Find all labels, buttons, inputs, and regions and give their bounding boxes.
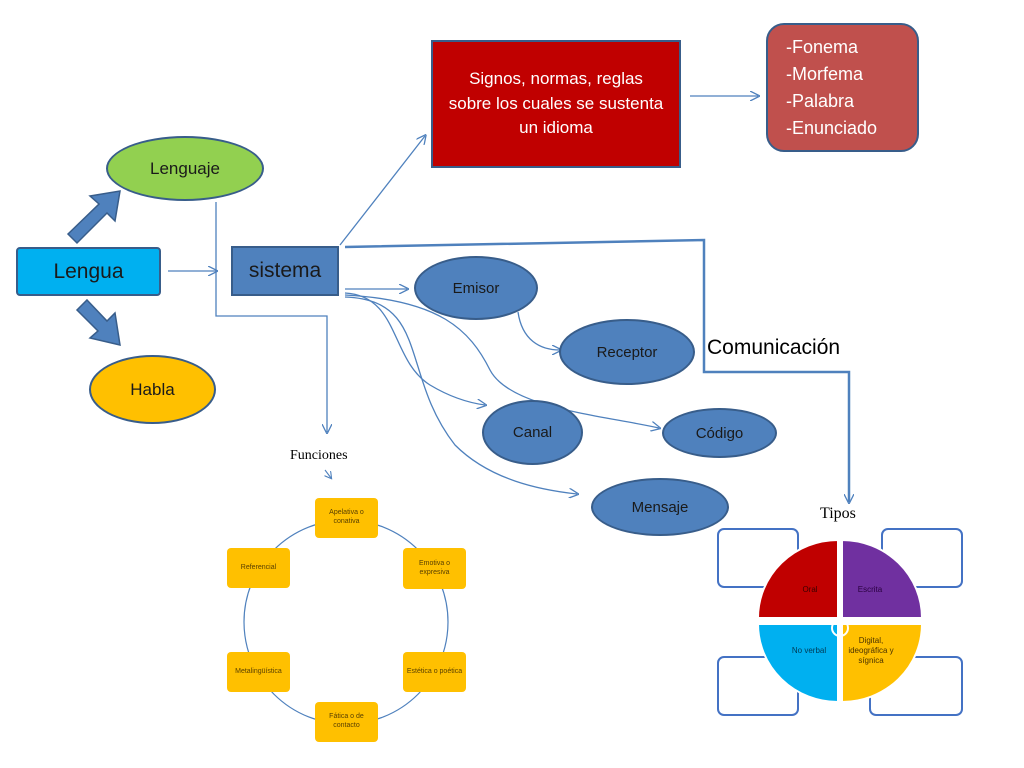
arrow-sistema-codigo [344,294,659,428]
node-emisor: Emisor [414,256,538,320]
arrow-sistema-signos [339,136,425,246]
node-canal: Canal [482,400,583,465]
node-signos-label: Signos, normas, reglas sobre los cuales … [448,69,664,138]
tipos-frame-bottom-left [717,656,799,716]
arrow-sistema-tipos [344,238,849,502]
node-lenguaje: Lenguaje [106,136,264,201]
node-sistema-label: sistema [248,259,322,282]
node-lenguaje-label: Lenguaje [150,158,220,178]
block-arrow-to-lenguaje [66,190,121,245]
node-receptor-label: Receptor [596,343,658,361]
funcion-apelativa: Apelativa o conativa [315,498,378,538]
tipos-label-digital: Digital, ideográfica y sígnica [848,636,894,665]
node-habla: Habla [89,355,216,424]
node-mensaje: Mensaje [591,478,729,536]
node-emisor-label: Emisor [452,279,500,297]
node-fonema-list: -Fonema -Morfema -Palabra -Enunciado [766,23,919,152]
node-lengua: Lengua [16,247,161,296]
arrow-funciones-cycle [325,469,331,478]
arrow-lenguaje-funciones [215,202,327,432]
funcion-fatica: Fática o de contacto [315,702,378,742]
node-signos: Signos, normas, reglas sobre los cuales … [431,40,681,168]
node-canal-label: Canal [512,424,553,441]
node-lengua-label: Lengua [53,259,124,283]
arrow-sistema-canal [344,292,485,405]
tipos-frame-top-right [881,528,963,588]
node-sistema: sistema [231,246,339,296]
funcion-referencial: Referencial [227,548,290,588]
arrow-emisor-receptor [517,311,560,350]
label-funciones: Funciones [290,448,348,463]
funcion-estetica: Estética o poética [403,652,466,692]
node-fonema-list-label: -Fonema -Morfema -Palabra -Enunciado [786,36,878,138]
tipos-label-oral: Oral [802,585,818,594]
funcion-metalinguistica: Metalingüística [227,652,290,692]
node-codigo: Código [662,408,777,458]
tipos-label-no-verbal: No verbal [791,646,827,655]
tipos-label-escrita: Escrita [857,585,883,594]
tipos-frame-top-left [717,528,799,588]
block-arrow-to-habla [75,298,121,346]
node-receptor: Receptor [559,319,695,385]
funcion-emotiva: Emotiva o expresiva [403,548,466,589]
node-mensaje-label: Mensaje [631,498,689,516]
node-habla-label: Habla [130,379,175,399]
node-codigo-label: Código [695,424,744,442]
label-tipos: Tipos [820,505,856,522]
label-comunicacion: Comunicación [707,336,841,359]
arrow-sistema-mensaje [344,296,577,494]
